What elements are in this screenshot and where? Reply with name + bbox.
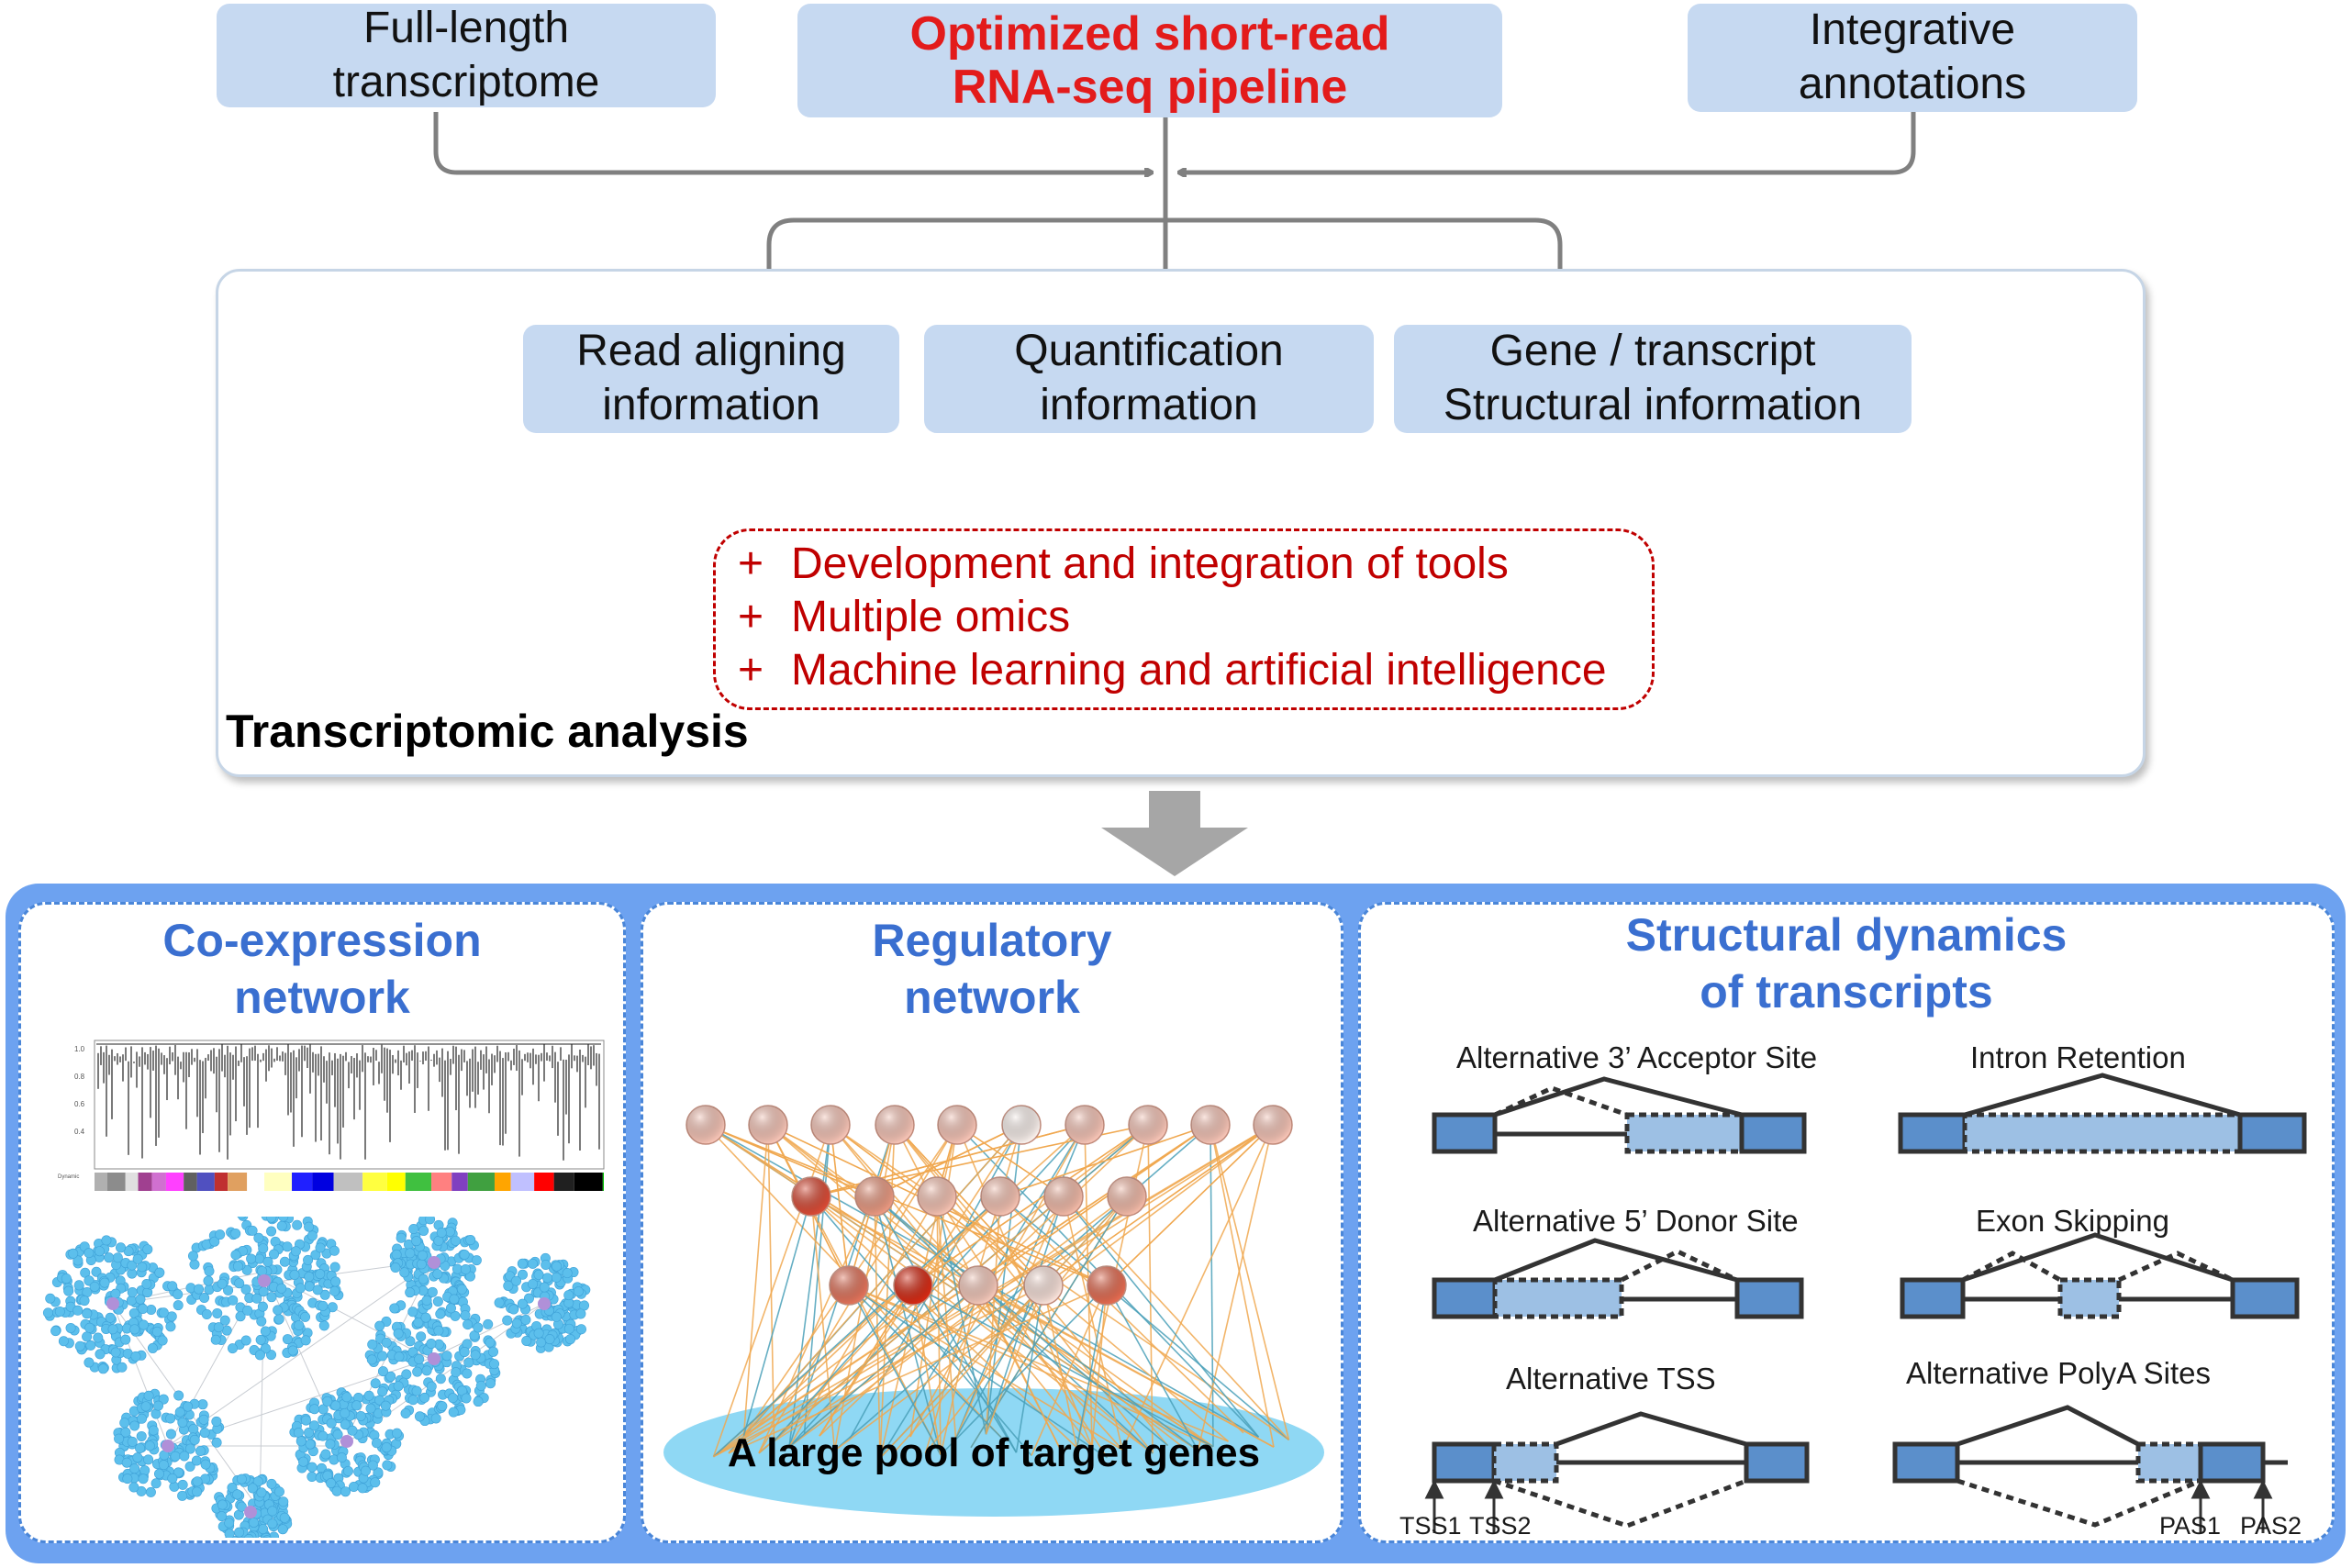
info-structural-label: Gene / transcript Structural information [1443, 327, 1863, 429]
down-arrow-icon [1101, 791, 1248, 876]
input-center-label: Optimized short-read RNA-seq pipeline [909, 6, 1390, 114]
coexpression-panel: Co-expression network 1.0 0.8 0.6 0.4 Dynam… [18, 902, 626, 1543]
regulatory-title: Regulatory network [872, 915, 1112, 1023]
outputs-panel: Co-expression network 1.0 0.8 0.6 0.4 Dynam… [6, 884, 2346, 1563]
event-acceptor-label: Alternative 3’ Acceptor Site [1456, 1040, 1818, 1074]
target-pool-label: A large pool of target genes [728, 1430, 1260, 1475]
info-aligning-label: Read aligning information [576, 327, 846, 429]
enhancement-text: Development and integration of tools [791, 539, 1509, 588]
diagram-skipping [1900, 1232, 2300, 1319]
input-rnaseq-pipeline: Optimized short-read RNA-seq pipeline [797, 4, 1502, 117]
structural-title: Structural dynamics of transcripts [1625, 909, 2068, 1018]
svg-text:1.0: 1.0 [74, 1045, 85, 1053]
regulatory-panel: Regulatory network A large pool of targe… [641, 902, 1343, 1543]
pas1-label: PAS1 [2159, 1512, 2222, 1540]
tss1-label: TSS1 [1399, 1512, 1462, 1540]
input-right-label: Integrative annotations [1798, 6, 2027, 108]
event-skipping-label: Exon Skipping [1976, 1204, 2169, 1238]
info-structural: Gene / transcript Structural information [1394, 325, 1912, 433]
event-polya-label: Alternative PolyA Sites [1906, 1356, 2211, 1390]
event-tss-label: Alternative TSS [1506, 1362, 1716, 1396]
arrow-right-input [1179, 112, 1916, 172]
diagram-intron-retention [1898, 1073, 2307, 1154]
event-donor-label: Alternative 5’ Donor Site [1473, 1204, 1799, 1238]
input-left-label: Full-length transcriptome [332, 3, 600, 106]
info-quantification: Quantification information [924, 325, 1374, 433]
dendrogram-graphic: 1.0 0.8 0.6 0.4 Dynamic [58, 1040, 605, 1191]
svg-text:Dynamic: Dynamic [58, 1174, 79, 1180]
enhancements-box: + Development and integration of tools + M… [713, 528, 1655, 710]
diagram-acceptor [1432, 1076, 1807, 1154]
diagram-polya [1892, 1405, 2288, 1528]
svg-text:0.4: 0.4 [74, 1128, 85, 1136]
input-integrative-annotations: Integrative annotations [1688, 4, 2137, 112]
regulatory-network-graphic: A large pool of target genes [663, 1105, 1324, 1517]
svg-text:0.6: 0.6 [74, 1100, 85, 1108]
diagram-tss [1432, 1411, 1810, 1529]
analysis-label: Transcriptomic analysis [226, 706, 749, 757]
splicing-diagrams [1424, 1073, 2307, 1533]
arrow-split-right [1165, 217, 1560, 307]
coexpression-network-graphic [42, 1217, 591, 1538]
pas2-label: PAS2 [2240, 1512, 2302, 1540]
enhancement-item: + Multiple omics [738, 592, 1070, 642]
coexpression-title: Co-expression network [162, 915, 482, 1023]
enhancement-item: + Development and integration of tools [738, 539, 1509, 589]
info-read-aligning: Read aligning information [523, 325, 899, 433]
tss2-label: TSS2 [1469, 1512, 1532, 1540]
arrow-left-input [433, 112, 1152, 172]
input-full-length-transcriptome: Full-length transcriptome [217, 4, 716, 107]
plus-icon: + [738, 539, 764, 588]
svg-text:0.8: 0.8 [74, 1073, 85, 1081]
diagram-donor [1432, 1238, 1804, 1319]
event-intron-label: Intron Retention [1970, 1040, 2186, 1074]
structural-panel: Structural dynamics of transcripts Alter… [1358, 902, 2335, 1543]
arrow-split-left [769, 217, 1165, 307]
enhancement-text: Multiple omics [791, 593, 1071, 641]
plus-icon: + [738, 593, 764, 641]
info-quant-label: Quantification information [1014, 327, 1284, 429]
enhancement-item: + Machine learning and artificial intelli… [738, 645, 1607, 695]
plus-icon: + [738, 646, 764, 695]
enhancement-text: Machine learning and artificial intellig… [791, 646, 1607, 695]
